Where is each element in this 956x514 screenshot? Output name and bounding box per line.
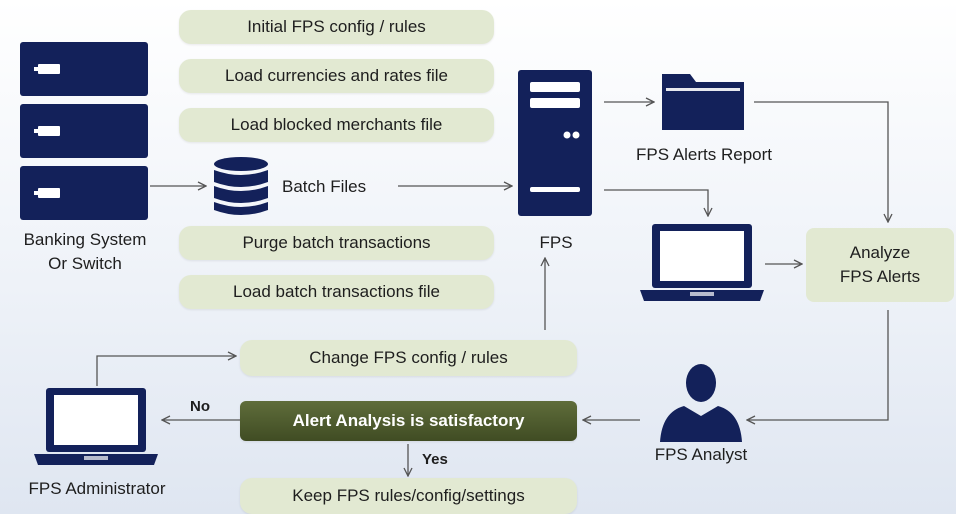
arrow-report-to-analyze	[754, 101, 888, 222]
step-load-currencies: Load currencies and rates file	[179, 59, 494, 93]
step-purge-batch: Purge batch transactions	[179, 226, 494, 260]
folder-icon	[662, 74, 744, 130]
analyze-line1: Analyze	[849, 243, 911, 262]
analyze-line2: FPS Alerts	[839, 267, 921, 286]
no-label: No	[190, 398, 210, 415]
fps-label: FPS	[539, 233, 573, 252]
step-load-batch: Load batch transactions file	[179, 275, 494, 309]
batch-files-label: Batch Files	[282, 177, 367, 196]
banking-label-line1: Banking System	[23, 230, 147, 249]
step-load-blocked-merchants: Load blocked merchants file	[179, 108, 494, 142]
arrow-analyze-to-analyst	[747, 310, 889, 420]
step-change-config: Change FPS config / rules	[240, 340, 577, 376]
step-initial-config: Initial FPS config / rules	[179, 10, 494, 44]
banking-label-line2: Or Switch	[48, 254, 122, 273]
alerts-report-label: FPS Alerts Report	[635, 145, 773, 164]
server-tower-icon	[518, 70, 592, 216]
arrow-fps-to-laptop	[604, 189, 708, 216]
arrow-admin-to-change	[96, 356, 236, 386]
analyze-fps-alerts: Analyze FPS Alerts	[806, 228, 954, 302]
database-icon	[214, 157, 268, 215]
yes-label: Yes	[422, 451, 448, 468]
decision-alert-analysis: Alert Analysis is satisfactory	[240, 401, 577, 441]
laptop-icon	[640, 224, 764, 301]
step-keep-config: Keep FPS rules/config/settings	[240, 478, 577, 514]
server-rack-icon	[20, 42, 148, 220]
admin-laptop-icon	[34, 388, 158, 465]
analyst-label: FPS Analyst	[654, 445, 748, 464]
administrator-label: FPS Administrator	[28, 479, 166, 498]
person-icon	[660, 364, 742, 442]
